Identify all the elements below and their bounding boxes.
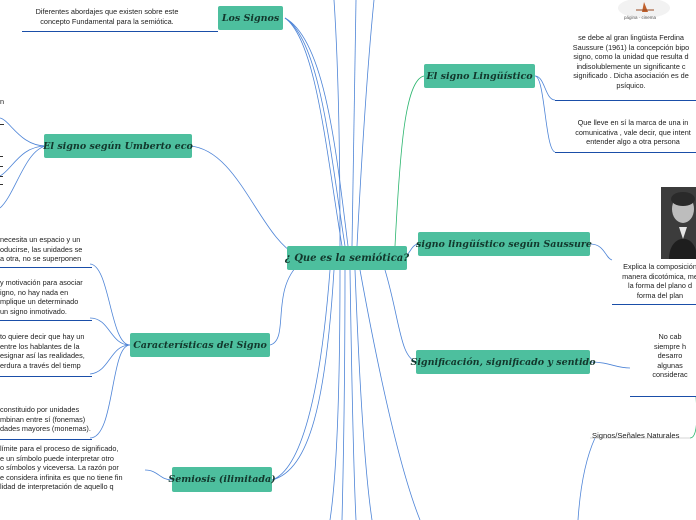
note-line: lidad de interpretación de aquello q: [0, 482, 114, 492]
topic-caracteristicas-del-signo[interactable]: Características del Signo: [130, 333, 270, 357]
note-line: Diferentes abordajes que existen sobre e…: [35, 7, 179, 16]
note-signos-senales-naturales[interactable]: Signos/Señales Naturales: [592, 431, 680, 440]
note-line: entender algo a otra persona: [586, 137, 680, 147]
note-line: manera dicotómica, me: [622, 271, 696, 281]
note-caracteristica-1[interactable]: necesita un espacio y un oducirse, las u…: [0, 235, 100, 264]
note-line: a otra, no se superponen: [0, 254, 82, 264]
note-line: constituido por unidades: [0, 405, 80, 414]
note-line: No cab: [658, 332, 682, 341]
note-underline: [0, 320, 92, 322]
note-line: Saussure (1961) la concepción bipo: [572, 42, 690, 52]
note-mark: [0, 166, 3, 167]
note-line: necesita un espacio y un: [0, 235, 81, 244]
note-mark: [0, 184, 3, 185]
topic-significacion[interactable]: Significación, significado y sentido: [410, 350, 596, 374]
note-mark: [0, 156, 3, 157]
note-linguistico-1[interactable]: se debe al gran lingüista Ferdina Saussu…: [556, 33, 696, 91]
note-underline: [0, 267, 92, 269]
note-mark: [0, 176, 3, 177]
note-los-signos[interactable]: Diferentes abordajes que existen sobre e…: [22, 7, 192, 26]
note-line: significado . Dicha asociación es de: [573, 71, 689, 81]
note-underline: [630, 396, 696, 398]
note-significacion[interactable]: No cab siempre h desarro algunas conside…: [630, 332, 696, 380]
topic-signo-saussure[interactable]: signo lingüístico según Saussure: [416, 232, 592, 256]
note-underline: [555, 100, 696, 102]
central-topic[interactable]: ¿ Que es la semiótica?: [285, 246, 409, 270]
note-line: esignar así las realidades,: [0, 351, 85, 361]
note-line: forma del plan: [636, 290, 684, 300]
note-line: y motivación para asociar: [0, 278, 83, 287]
note-line: límite para el proceso de significado,: [0, 444, 119, 453]
note-line: se debe al gran lingüista Ferdina: [578, 33, 684, 42]
note-line: psíquico.: [616, 80, 646, 90]
note-mark: [0, 124, 4, 125]
note-line: indisolublemente un significante c: [576, 61, 686, 71]
note-line: igno, no hay nada en: [0, 287, 69, 297]
topic-semiosis[interactable]: Semiosis (ilimitada): [168, 467, 276, 492]
note-underline: [22, 31, 218, 33]
note-line: siempre h: [653, 341, 687, 351]
saussure-portrait-image: [661, 187, 696, 259]
note-line: desarro: [657, 351, 683, 361]
note-line: un signo inmotivado.: [0, 306, 67, 316]
note-line: algunas: [657, 360, 683, 370]
note-eco-fragment: n: [0, 97, 5, 106]
note-caracteristica-2[interactable]: y motivación para asociar igno, no hay n…: [0, 278, 100, 316]
note-underline: [0, 376, 92, 378]
semiotics-logo-image: página · cinema: [614, 0, 674, 26]
note-line: o símbolos y viceversa. La razón por: [0, 463, 119, 473]
note-underline: [612, 304, 696, 306]
note-line: e considera infinita es que no tiene fin: [0, 472, 123, 482]
note-line: erdura a través del tiemp: [0, 360, 81, 370]
topic-signo-linguistico[interactable]: El signo Lingüístico: [424, 64, 535, 88]
note-underline: [0, 439, 92, 441]
note-line: e un símbolo puede interpretar otro: [0, 453, 114, 463]
note-caracteristica-3[interactable]: to quiere decir que hay un entre los hab…: [0, 332, 100, 370]
note-line: to quiere decir que hay un: [0, 332, 85, 341]
note-underline: [555, 152, 696, 154]
note-line: concepto Fundamental para la semiótica.: [40, 16, 174, 26]
note-line: dades mayores (monemas).: [0, 424, 91, 434]
note-line: mplique un determinado: [0, 297, 79, 307]
note-line: Explica la composición: [623, 262, 696, 271]
note-caracteristica-4[interactable]: constituido por unidades mbinan entre sí…: [0, 405, 100, 434]
note-line: la forma del plano d: [627, 281, 693, 291]
topic-los-signos[interactable]: Los Signos: [218, 6, 283, 30]
note-line: mbinan entre sí (fonemas): [0, 414, 86, 424]
note-line: Que lleve en sí la marca de una in: [577, 118, 689, 127]
note-line: comunicativa , vale decir, que intent: [575, 127, 691, 137]
note-saussure[interactable]: Explica la composición manera dicotómica…: [610, 262, 696, 300]
note-line: oducirse, las unidades se: [0, 244, 83, 254]
note-line: considerac: [652, 370, 688, 380]
note-linguistico-2[interactable]: Que lleve en sí la marca de una in comun…: [558, 118, 696, 147]
note-line: signo, como la unidad que resulta d: [573, 52, 689, 62]
note-semiosis[interactable]: límite para el proceso de significado, e…: [0, 444, 145, 492]
logo-caption: página · cinema: [624, 15, 657, 20]
topic-signo-umberto-eco[interactable]: El signo según Umberto eco: [43, 134, 193, 158]
note-line: entre los hablantes de la: [0, 341, 80, 351]
